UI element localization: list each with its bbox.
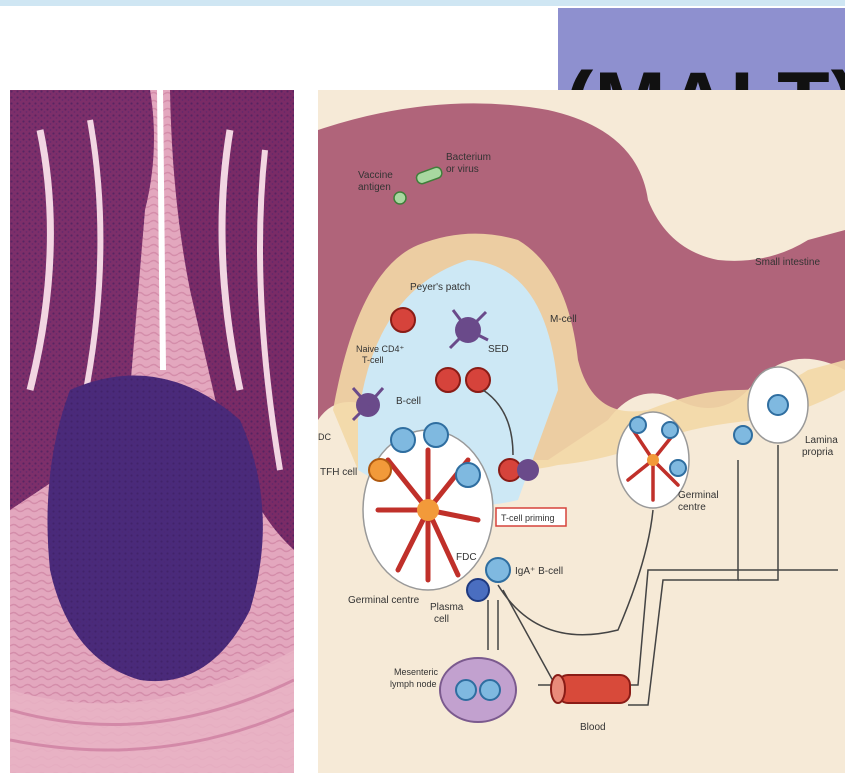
label-b-cell: B-cell — [396, 396, 421, 407]
label-t-cell-priming: T-cell priming — [501, 513, 555, 523]
label-bacterium-1: Bacterium — [446, 152, 491, 163]
label-bacterium-2: or virus — [446, 164, 479, 175]
label-vaccine-antigen-2: antigen — [358, 182, 391, 193]
b-cell — [456, 463, 480, 487]
plasma-cell — [467, 579, 489, 601]
iga-b-cell — [486, 558, 510, 582]
priming-dc — [517, 459, 539, 481]
label-germinal-centre-left: Germinal centre — [348, 595, 420, 606]
label-dc: DC — [318, 432, 331, 442]
tfh-cell — [369, 459, 391, 481]
label-iga-b-cell: IgA⁺ B-cell — [515, 566, 563, 577]
vaccine-antigen-particle — [394, 192, 406, 204]
label-blood: Blood — [580, 722, 606, 733]
mesenteric-lymph-node — [440, 658, 516, 722]
histology-micrograph — [10, 90, 294, 773]
blood-vessel — [551, 675, 630, 703]
malt-schematic-diagram: Vaccine antigen Bacterium or virus Small… — [318, 90, 845, 773]
label-sed: SED — [488, 344, 509, 355]
naive-t-cell — [391, 308, 415, 332]
label-vaccine-antigen-1: Vaccine — [358, 170, 393, 181]
label-plasma-cell-2: cell — [434, 614, 449, 625]
label-peyers-patch: Peyer's patch — [410, 282, 470, 293]
t-cell — [466, 368, 490, 392]
label-germinal-centre-right-1: Germinal — [678, 490, 719, 501]
label-naive-cd4-1: Naive CD4⁺ — [356, 344, 405, 354]
label-plasma-cell-1: Plasma — [430, 602, 464, 613]
label-lamina-propria-2: propria — [802, 447, 834, 458]
label-mesenteric-2: lymph node — [390, 679, 437, 689]
t-cell — [436, 368, 460, 392]
label-small-intestine: Small intestine — [755, 257, 820, 268]
label-mesenteric-1: Mesenteric — [394, 667, 439, 677]
label-tfh-cell: TFH cell — [320, 467, 357, 478]
label-naive-cd4-2: T-cell — [362, 355, 384, 365]
b-cell — [391, 428, 415, 452]
label-fdc: FDC — [456, 552, 477, 563]
label-m-cell: M-cell — [550, 314, 577, 325]
label-germinal-centre-right-2: centre — [678, 502, 706, 513]
top-accent-bar — [0, 0, 845, 6]
label-lamina-propria-1: Lamina — [805, 435, 838, 446]
b-cell — [424, 423, 448, 447]
